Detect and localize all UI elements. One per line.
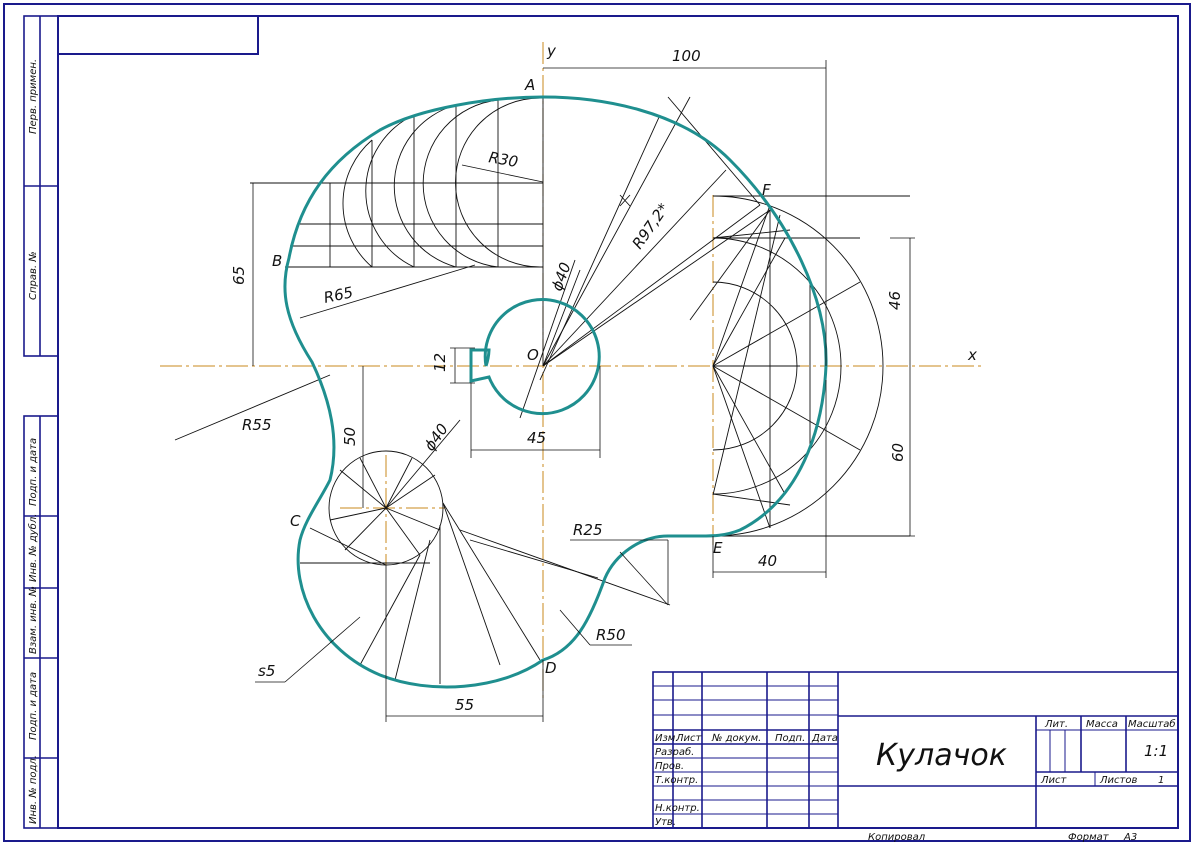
label-point-e: E bbox=[713, 539, 723, 557]
dim-60: 60 bbox=[889, 443, 907, 462]
label-point-b: B bbox=[272, 252, 282, 270]
stamp-label-sprav: Справ. № bbox=[28, 251, 39, 300]
dim-45: 45 bbox=[527, 429, 546, 447]
label-point-f: F bbox=[762, 181, 771, 199]
center-lines bbox=[160, 42, 985, 700]
tb-col-data: Дата bbox=[811, 733, 838, 744]
dim-r25: R25 bbox=[573, 521, 603, 539]
stamp-label-inv-podl: Инв. № подл. bbox=[28, 755, 39, 824]
dim-r55: R55 bbox=[242, 416, 272, 434]
dim-s5: s5 bbox=[258, 662, 275, 680]
title-block: Изм. Лист № докум. Подп. Дата Разраб. Пр… bbox=[652, 671, 1179, 829]
tb-row-razrab: Разраб. bbox=[655, 746, 694, 758]
construction-top bbox=[250, 97, 544, 366]
tb-row-tkontr: Т.контр. bbox=[655, 775, 698, 786]
footer: Копировал Формат А3 bbox=[868, 832, 1137, 843]
stamp-label-podp1: Подп. и дата bbox=[28, 438, 39, 506]
dim-r30: R30 bbox=[487, 148, 519, 171]
tb-col-doc: № докум. bbox=[711, 733, 761, 744]
tb-lit-label: Лит. bbox=[1044, 719, 1068, 730]
label-point-o: O bbox=[527, 346, 539, 364]
dim-65: 65 bbox=[230, 266, 248, 285]
dim-r97: R97,2* bbox=[629, 200, 673, 253]
dim-r65: R65 bbox=[322, 283, 355, 307]
dimension-labels: 100 R30 R97,2* 65 R65 ϕ40 46 12 45 R55 5… bbox=[230, 47, 907, 714]
label-point-d: D bbox=[545, 659, 557, 677]
label-axis-x: x bbox=[967, 346, 977, 364]
construction-bottom bbox=[300, 419, 671, 684]
tb-mass-label: Масса bbox=[1086, 719, 1118, 730]
side-stamp: Перв. примен. Справ. № Подп. и дата Инв.… bbox=[23, 15, 59, 829]
dim-50: 50 bbox=[341, 427, 359, 446]
tb-col-list: Лист bbox=[675, 733, 703, 744]
construction-center bbox=[174, 96, 771, 441]
point-labels: A B C D E F O x y bbox=[272, 42, 977, 677]
tb-row-prov: Пров. bbox=[655, 761, 684, 772]
stamp-label-perv: Перв. примен. bbox=[28, 59, 39, 134]
tb-sheets-value: 1 bbox=[1158, 775, 1164, 786]
footer-copied: Копировал bbox=[868, 832, 926, 843]
dim-100: 100 bbox=[672, 47, 701, 65]
label-axis-y: y bbox=[546, 42, 557, 60]
dim-46: 46 bbox=[886, 291, 904, 310]
dim-40: 40 bbox=[758, 552, 777, 570]
stamp-label-podp2: Подп. и дата bbox=[28, 672, 39, 740]
dim-phi40-bottom: ϕ40 bbox=[421, 420, 452, 454]
dim-12: 12 bbox=[431, 353, 449, 372]
tb-row-nkontr: Н.контр. bbox=[655, 803, 700, 814]
tb-col-izm: Изм. bbox=[655, 733, 679, 744]
construction-right bbox=[712, 195, 910, 537]
tb-row-utv: Утв. bbox=[655, 817, 676, 828]
footer-format-label: Формат bbox=[1068, 832, 1110, 843]
dim-55: 55 bbox=[455, 696, 474, 714]
cam-contour bbox=[283, 95, 828, 689]
footer-format-value: А3 bbox=[1123, 832, 1137, 843]
tb-sheets-label: Листов bbox=[1099, 775, 1137, 786]
dim-r50: R50 bbox=[596, 626, 626, 644]
stamp-label-inv-dubl: Инв. № дубл. bbox=[27, 514, 39, 582]
tb-scale-value: 1:1 bbox=[1144, 742, 1168, 760]
dim-phi40-top: ϕ40 bbox=[548, 260, 575, 293]
dimension-lines bbox=[252, 60, 915, 722]
tb-scale-label: Масштаб bbox=[1128, 718, 1176, 730]
part-name: Кулачок bbox=[876, 738, 1007, 773]
label-point-c: C bbox=[290, 512, 301, 530]
label-point-a: A bbox=[524, 76, 535, 94]
tb-col-podp: Подп. bbox=[775, 733, 805, 744]
stamp-label-vzam: Взам. инв. № bbox=[28, 586, 39, 654]
tb-sheet-label: Лист bbox=[1040, 775, 1068, 786]
